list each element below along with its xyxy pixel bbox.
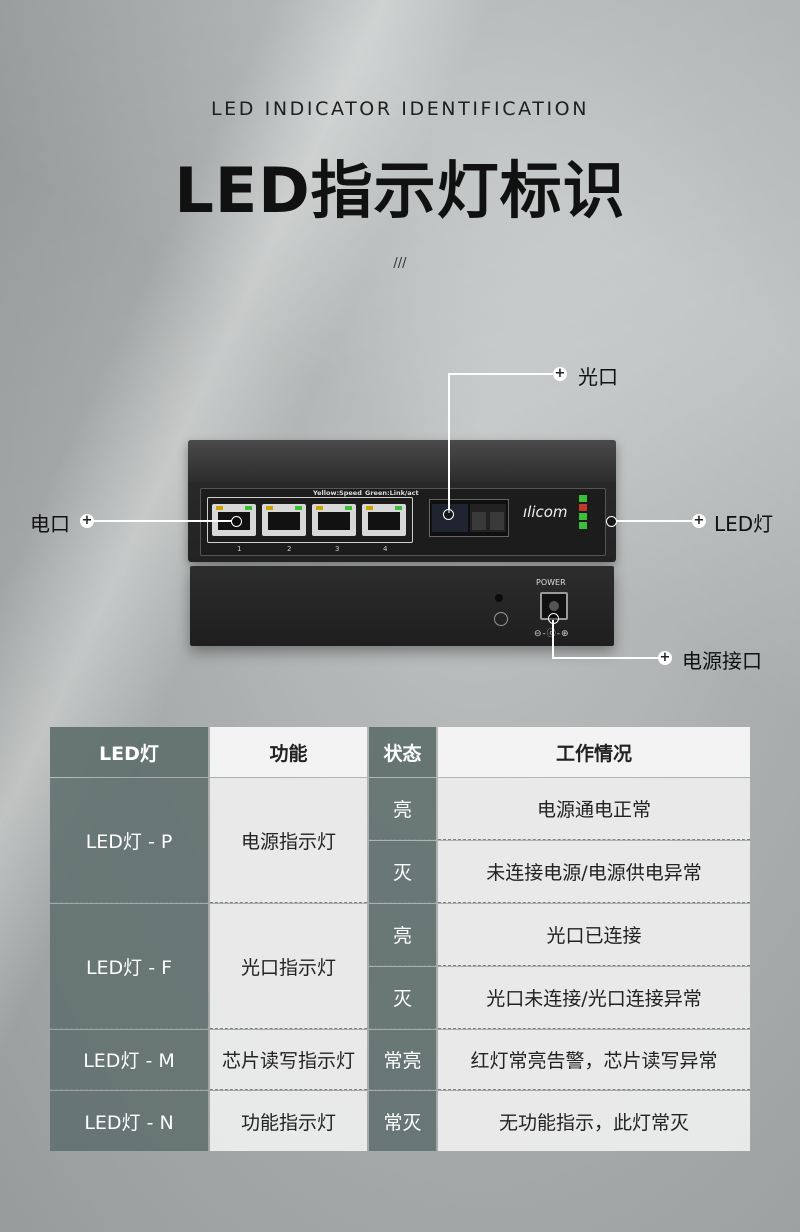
rj45-port-4[interactable] [362,504,406,536]
table-cell-led: LED灯 - P [50,778,208,903]
callout-line-power-h [552,657,658,659]
table-cell-desc: 红灯常亮告警，芯片读写异常 [438,1030,750,1090]
switch-lid [188,440,616,482]
table-cell-state: 亮 [369,778,436,840]
page-subtitle: LED INDICATOR IDENTIFICATION [210,98,590,120]
callout-line-fiber-h [448,373,554,375]
table-cell-led: LED灯 - M [50,1030,208,1090]
led-n-indicator [579,522,587,529]
table-cell-state: 常灭 [369,1091,436,1151]
callout-dot-led [606,516,617,527]
speed-led-label: Yellow:Speed [313,489,362,497]
header-function: 功能 [210,727,367,777]
table-cell-desc: 未连接电源/电源供电异常 [438,841,750,903]
callout-line-led [616,520,692,522]
plus-icon: + [553,366,567,381]
decor-slashes: /// [393,256,407,271]
callout-dot-ethernet [231,516,242,527]
plus-icon: + [692,513,706,528]
callout-label-led: LED灯 [714,512,774,536]
plus-icon: + [80,513,94,528]
front-panel: Yellow:Speed Green:Link/act 1 2 3 4 ılic… [200,488,606,556]
callout-dot-power [548,613,559,624]
table-cell-state: 常亮 [369,1030,436,1090]
table-cell-state: 亮 [369,904,436,966]
status-led-column [579,495,587,531]
page-title: LED指示灯标识 [174,154,626,227]
led-m-indicator [579,513,587,520]
polarity-symbol: ⊖-ⓒ-⊕ [534,626,570,639]
table-cell-desc: 光口未连接/光口连接异常 [438,967,750,1029]
table-cell-function: 功能指示灯 [210,1091,367,1151]
header-situation: 工作情况 [438,727,750,777]
callout-label-ethernet: 电口 [30,512,70,536]
callout-dot-fiber [443,509,454,520]
rj45-port-2[interactable] [262,504,306,536]
table-cell-function: 电源指示灯 [210,778,367,903]
callout-label-power: 电源接口 [682,649,762,673]
header-state: 状态 [369,727,436,777]
table-cell-led: LED灯 - N [50,1091,208,1151]
port-number: 4 [383,545,388,553]
power-label: POWER [536,578,566,587]
led-table: LED灯 功能 状态 工作情况 LED灯 - P 电源指示灯 亮 电源通电正常 … [50,727,750,1151]
header-led: LED灯 [50,727,208,777]
rj45-port-3[interactable] [312,504,356,536]
led-f-indicator [579,504,587,511]
table-cell-state: 灭 [369,841,436,903]
brand-logo: ılicom [523,503,568,521]
fiber-sc-port[interactable] [429,499,509,537]
port-number: 2 [287,545,292,553]
plus-icon: + [658,650,672,665]
link-led-label: Green:Link/act [365,489,419,497]
callout-line-fiber [448,373,450,513]
table-cell-desc: 光口已连接 [438,904,750,966]
port-number: 3 [335,545,340,553]
switch-bottom-unit: POWER ⊖-ⓒ-⊕ [190,566,614,646]
table-cell-desc: 无功能指示，此灯常灭 [438,1091,750,1151]
port-number: 1 [237,545,242,553]
table-cell-function: 芯片读写指示灯 [210,1030,367,1090]
screw-hole [495,594,503,602]
switch-top-unit: Yellow:Speed Green:Link/act 1 2 3 4 ılic… [188,440,616,562]
fiber-connector [470,504,506,532]
callout-line-ethernet [94,520,232,522]
callout-line-power [552,620,554,658]
table-cell-led: LED灯 - F [50,904,208,1029]
rj45-port-group [207,497,413,543]
table-cell-function: 光口指示灯 [210,904,367,1029]
ground-icon [494,612,508,626]
table-cell-desc: 电源通电正常 [438,778,750,840]
callout-label-fiber: 光口 [578,365,618,389]
table-cell-state: 灭 [369,967,436,1029]
led-p-indicator [579,495,587,502]
